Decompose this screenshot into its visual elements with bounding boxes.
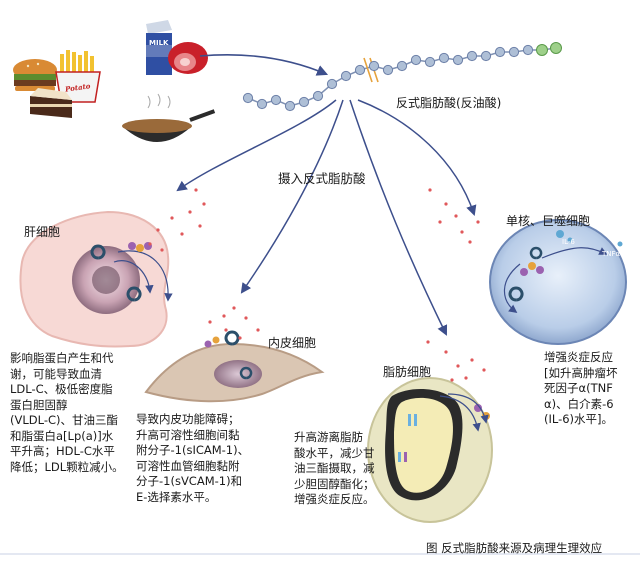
monocyte-label: 单核、巨噬细胞 <box>506 214 591 228</box>
fatty-acid-dots <box>148 188 486 382</box>
milk-carton-label: MILK <box>149 39 169 47</box>
source-to-fatty-acid-arrow <box>199 54 329 76</box>
cake-slice-icon <box>30 88 72 118</box>
liver-effect-text: 影响脂蛋白产生和代 谢，可能导致血清 LDL-C、极低密度脂 蛋白胆固醇 (VL… <box>10 351 124 474</box>
arrow-to-monocyte <box>357 99 477 216</box>
milk-carton-icon <box>146 20 172 75</box>
endothelial-effect-text: 导致内皮功能障碍； 升高可溶性细胞间黏 附分子-1(sICAM-1)、 可溶性血… <box>136 412 250 504</box>
fatty-acid-label: 反式脂肪酸(反油酸) <box>396 96 502 110</box>
ham-icon <box>168 42 208 74</box>
endothelial-cell-label: 内皮细胞 <box>268 336 317 350</box>
burger-icon <box>13 59 57 91</box>
il6-marker-label: IL-6 <box>562 238 575 246</box>
adipocyte-label: 脂肪细胞 <box>383 365 432 379</box>
frying-pan-icon <box>122 93 216 142</box>
monocyte-effect-text: 增强炎症反应 [如升高肿瘤坏 死因子α(TNF α)、白介素-6 (IL-6)水… <box>544 350 618 426</box>
arrow-to-liver <box>176 99 337 192</box>
figure-caption: 图 反式脂肪酸来源及病理生理效应 <box>426 541 603 555</box>
arrow-to-endothelial <box>240 99 344 294</box>
arrow-to-adipocyte <box>349 99 448 336</box>
adipocyte-effect-text: 升高游离脂肪 酸水平，减少甘 油三酯摄取，减 少胆固醇酯化； 增强炎症反应。 <box>294 430 375 506</box>
food-sources-illustration <box>13 20 216 142</box>
adipocyte-cell <box>367 377 493 523</box>
endothelial-nucleus <box>214 360 262 388</box>
center-intake-label: 摄入反式脂肪酸 <box>278 171 366 186</box>
distribution-arrows <box>176 99 477 336</box>
tnf-marker-label: TNFα <box>602 250 621 258</box>
liver-cell-label: 肝细胞 <box>24 225 61 239</box>
endothelial-cell <box>144 330 325 403</box>
monocyte-macrophage-cell <box>489 219 627 345</box>
trans-fatty-acid-molecule <box>242 42 562 112</box>
